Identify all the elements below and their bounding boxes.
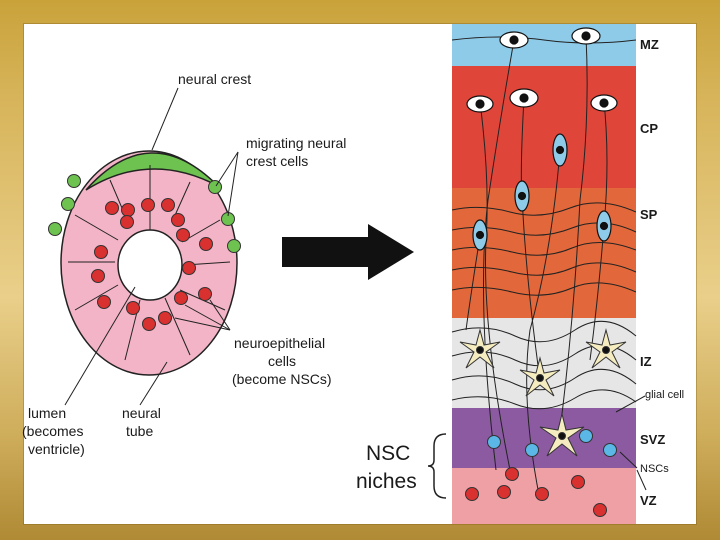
neural-crest-label: neural crest <box>178 71 251 87</box>
migrating-crest-cells <box>48 174 241 253</box>
niche-brace <box>427 433 447 499</box>
neuroepithelial-cells <box>91 198 213 331</box>
migrating-label-2: crest cells <box>246 153 308 169</box>
migrating-label-1: migrating neural <box>246 135 346 151</box>
callout-lines <box>64 87 239 406</box>
zone-label-svz: SVZ <box>640 432 665 447</box>
zone-label-sp: SP <box>640 207 658 222</box>
neuroepithelial-label-2: cells <box>268 353 296 369</box>
nsc-niches-label-2: niches <box>356 470 417 493</box>
zone-label-mz: MZ <box>640 37 659 52</box>
zone-mz <box>452 24 636 66</box>
zone-labels: MZ CP SP IZ SVZ VZ <box>640 37 665 508</box>
zone-svz <box>452 408 636 468</box>
cortex-layers <box>452 24 636 524</box>
neurons <box>466 27 618 251</box>
nsc-niches-label-1: NSC <box>366 442 410 465</box>
right-callout-lines <box>615 395 647 491</box>
lumen-label-1: lumen <box>28 405 66 421</box>
nscs-label: NSCs <box>640 463 669 475</box>
nsc-cells <box>465 429 617 517</box>
neuroepithelial-label-1: neuroepithelial <box>234 335 325 351</box>
lumen <box>117 229 183 301</box>
zone-cp <box>452 66 636 188</box>
neuroepithelial-label-3: (become NSCs) <box>232 371 332 387</box>
neural-tube-diagram: neural crest migrating neural crest cell… <box>22 71 346 457</box>
transition-arrow <box>282 224 414 280</box>
zone-label-vz: VZ <box>640 493 657 508</box>
neural-tube-label-1: neural <box>122 405 161 421</box>
zone-label-cp: CP <box>640 121 658 136</box>
zone-label-iz: IZ <box>640 354 652 369</box>
neural-tube-label-2: tube <box>126 423 153 439</box>
lumen-label-3: ventricle) <box>28 441 85 457</box>
glial-cell-label: glial cell <box>645 389 684 401</box>
glial-cells <box>459 328 627 457</box>
lumen-label-2: (becomes <box>22 423 83 439</box>
